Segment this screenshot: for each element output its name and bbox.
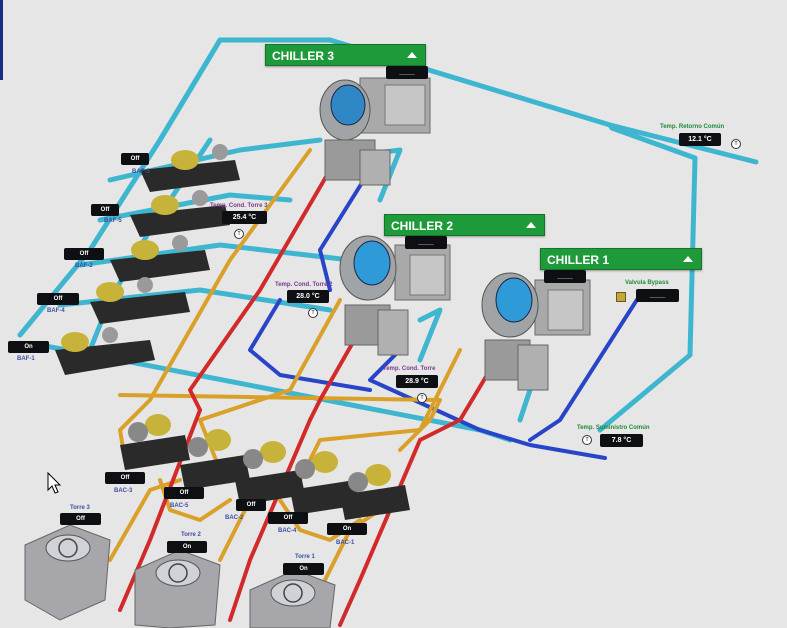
left-riser-pipe (17, 37, 223, 338)
bypass-line-pipe (597, 122, 698, 433)
baf-1-label: BAF-1 (17, 356, 35, 362)
bac-1-state-button[interactable]: On (327, 523, 367, 535)
ch3-hot-pipe (188, 168, 332, 412)
collapse-icon[interactable] (526, 222, 536, 228)
return-temp-sensor-icon: T (731, 139, 741, 149)
bac-5-label: BAC-5 (170, 503, 189, 509)
baf-1-pump (55, 327, 155, 375)
baf-2-state-button[interactable]: Off (64, 248, 104, 260)
baf-5a-label: BAF-5 (132, 169, 150, 175)
baf-5b-state-button[interactable]: Off (91, 204, 119, 216)
torre-2-unit (134, 549, 221, 628)
bypass-supply-pipe (528, 293, 642, 442)
baf-5a-state-button[interactable]: Off (121, 153, 149, 165)
baf-5a-pump (140, 144, 240, 192)
supply-temp-value: 7.8 °C (600, 434, 643, 447)
ch2-hot-pipe (308, 328, 362, 422)
chiller-2-unit (339, 235, 451, 356)
cond-temp-3-sensor-icon: T (234, 229, 244, 239)
supply-temp-label: Temp. Suministro Común (577, 425, 650, 431)
cond-temp-3-value: 25.4 °C (222, 211, 267, 224)
return-header-pipe (157, 37, 759, 165)
baf-2-pump (110, 235, 210, 282)
mouse-cursor (47, 471, 62, 494)
chiller-1-header[interactable]: CHILLER 1 (540, 248, 702, 270)
bac-2-pump (235, 441, 305, 505)
bypass-valve-value: ____ (636, 289, 679, 302)
baf-1-state-button[interactable]: On (8, 341, 49, 353)
baf-4-pump (90, 277, 190, 324)
bypass-valve-icon[interactable] (616, 292, 626, 302)
chiller-2-title: CHILLER 2 (391, 219, 454, 233)
bac-1-label: BAC-1 (336, 540, 355, 546)
bac-pumps (120, 414, 410, 520)
baf-4-state-button[interactable]: Off (37, 293, 79, 305)
bac-2-label: BAC-2 (225, 515, 244, 521)
torre-1-label: Torre 1 (295, 554, 315, 560)
cond-temp-2-value: 28.0 °C (287, 290, 329, 303)
ch3-supply-pipe (318, 168, 372, 292)
torre-3-unit (24, 524, 111, 621)
torre-1-state-button[interactable]: On (283, 563, 324, 575)
chiller-3-unit (319, 77, 431, 186)
ch1-cond-pipe (298, 348, 462, 482)
torre-1-unit (249, 569, 336, 628)
torre2-hot-pipe (228, 418, 312, 622)
bypass-valve-label: Valvula Bypass (625, 280, 669, 286)
cond-temp-3-label: Temp. Cond. Torre 3 (210, 203, 268, 209)
cond-temp-1-label: Temp. Cond. Torre (383, 366, 436, 372)
chiller-2-header[interactable]: CHILLER 2 (384, 214, 545, 236)
baf-4-label: BAF-4 (47, 308, 65, 314)
bac-5-state-button[interactable]: Off (164, 487, 204, 499)
bac-5-pump (180, 429, 250, 490)
supply-header-pipe (368, 348, 607, 460)
cond-temp-1-sensor-icon: T (417, 393, 427, 403)
ch2-evap-pipe (417, 307, 443, 363)
supply-temp-sensor-icon: T (582, 435, 592, 445)
ch1-hot-pipe (418, 368, 492, 442)
bac-3-pump (120, 414, 190, 470)
bac-3-label: BAC-3 (114, 488, 133, 494)
bac-4-label: BAC-4 (278, 528, 297, 534)
return-temp-value: 12.1 °C (679, 133, 721, 146)
cond-temp-1-value: 28.9 °C (396, 375, 438, 388)
baf-pumps (55, 144, 240, 375)
supply-pipes (248, 168, 642, 460)
chiller-1-unit (481, 272, 591, 391)
bac-3-state-button[interactable]: Off (105, 472, 145, 484)
collapse-icon[interactable] (683, 256, 693, 262)
ch2-supply-pipe (248, 298, 372, 392)
bac-4-state-button[interactable]: Off (268, 512, 308, 524)
torre-2-state-button[interactable]: On (167, 541, 207, 553)
chiller-3-header[interactable]: CHILLER 3 (265, 44, 426, 66)
window-edge (0, 0, 3, 80)
chiller-3-readout: ____ (386, 66, 428, 79)
torre-2-label: Torre 2 (181, 532, 201, 538)
baf-5b-pump (130, 190, 230, 237)
baf-5b-label: BAF-5 (104, 218, 122, 224)
baf-2-label: BAF-2 (75, 263, 93, 269)
chiller-2-readout: ____ (405, 236, 447, 249)
chiller-1-readout: ____ (544, 270, 586, 283)
baf5b-branch-pipe (97, 192, 293, 223)
return-temp-label: Temp. Retorno Común (660, 124, 725, 130)
bac-1-pump (340, 464, 410, 520)
collapse-icon[interactable] (407, 52, 417, 58)
torre-3-label: Torre 3 (70, 505, 90, 511)
cond-temp-2-label: Temp. Cond. Torre 2 (275, 282, 333, 288)
chiller-3-title: CHILLER 3 (272, 49, 335, 63)
torre-3-state-button[interactable]: Off (60, 513, 101, 525)
chiller-1-title: CHILLER 1 (547, 253, 610, 267)
bac-header-pipe (118, 393, 442, 452)
bac-2-state-button[interactable]: Off (236, 499, 266, 511)
cond-temp-2-sensor-icon: T (308, 308, 318, 318)
